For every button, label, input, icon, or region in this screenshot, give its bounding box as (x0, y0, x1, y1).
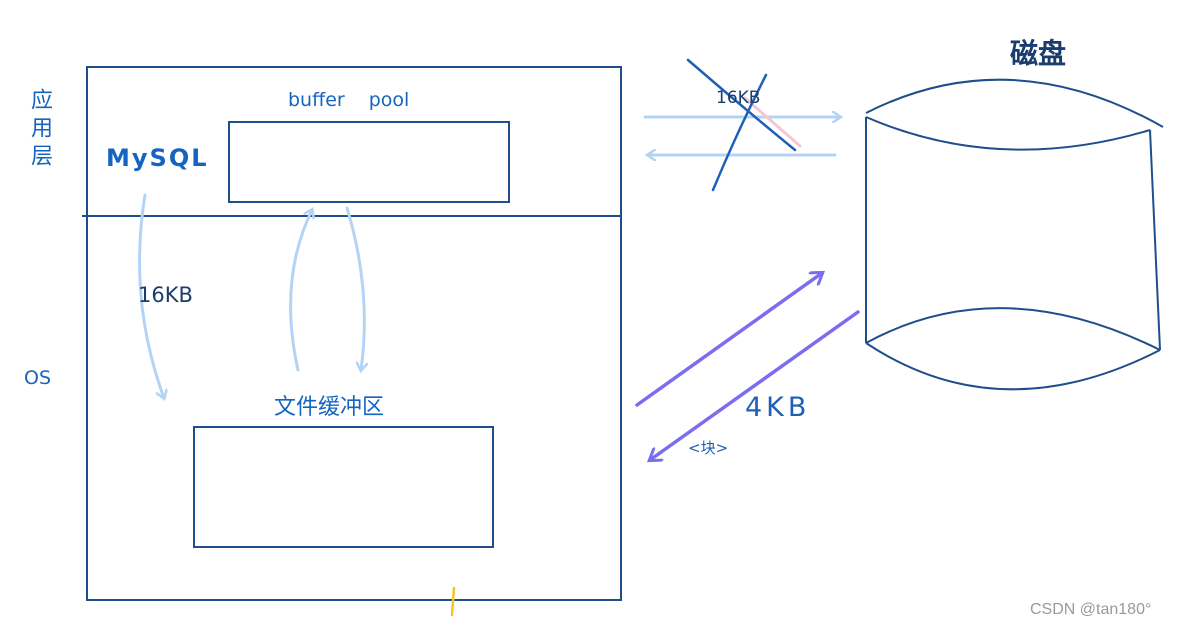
file-buffer-label: 文件缓冲区 (274, 395, 385, 420)
disk-bottom-lower-arc (865, 342, 1161, 391)
cross-out-line-1 (686, 58, 797, 152)
disk-top-outer-arc (865, 78, 1164, 128)
yellow-mark (450, 586, 456, 617)
disk-to-os-arrow (650, 310, 860, 460)
file-buffer-to-pool-arrow (289, 210, 312, 372)
os-label: OS (24, 367, 52, 389)
app-layer-label: 应用层 (27, 88, 52, 172)
cross-out-line-2 (711, 73, 768, 192)
disk-label: 磁盘 (1010, 37, 1067, 70)
block-size-label: 4KB (745, 392, 811, 423)
buffer-pool-box (228, 121, 510, 203)
file-buffer-box (193, 426, 494, 548)
crossed-size-label: 16KB (716, 88, 761, 108)
disk-top-inner-arc (865, 116, 1151, 151)
cross-out-line-pink (743, 96, 802, 148)
watermark: CSDN @tan180° (1030, 601, 1152, 618)
disk-right-side (1149, 129, 1161, 351)
app-read-size-label: 16KB (138, 283, 193, 307)
os-to-disk-arrow (635, 273, 822, 407)
pool-to-file-buffer-arrow (345, 206, 364, 370)
mysql-to-os-arrow (138, 193, 164, 398)
system-box (86, 66, 622, 601)
buffer-pool-label: buffer pool (288, 89, 410, 111)
disk-cylinder (865, 78, 1164, 391)
block-note-label: <块> (688, 439, 729, 457)
mysql-label: MySQL (106, 144, 209, 172)
disk-bottom-upper-arc (865, 307, 1161, 351)
